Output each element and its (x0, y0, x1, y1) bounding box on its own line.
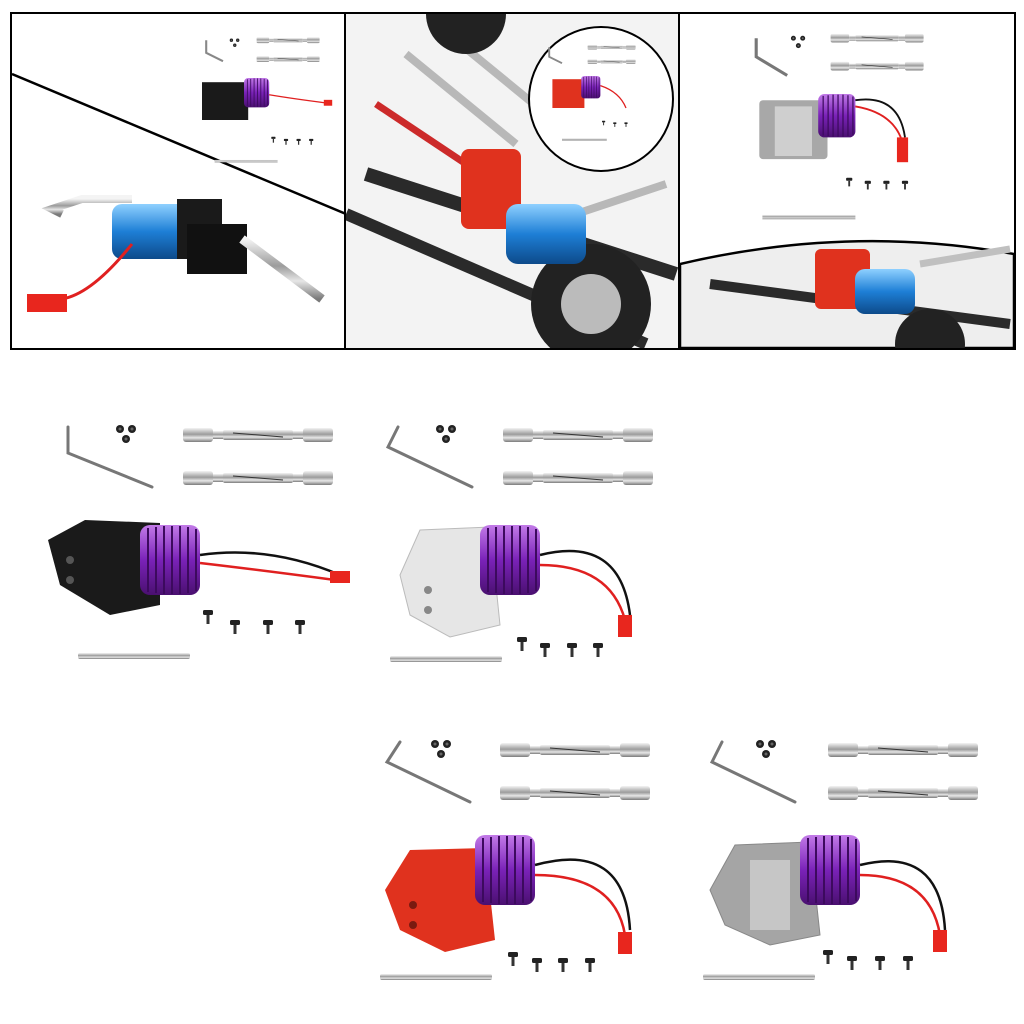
kit-silver (360, 415, 680, 675)
panel-kit-overview (10, 12, 348, 350)
kit-gray (700, 730, 1020, 990)
kit-black (40, 415, 360, 675)
panel-installed-chassis (344, 12, 682, 350)
kit-red (375, 730, 695, 990)
panel-gray-kit-installed (678, 12, 1016, 350)
